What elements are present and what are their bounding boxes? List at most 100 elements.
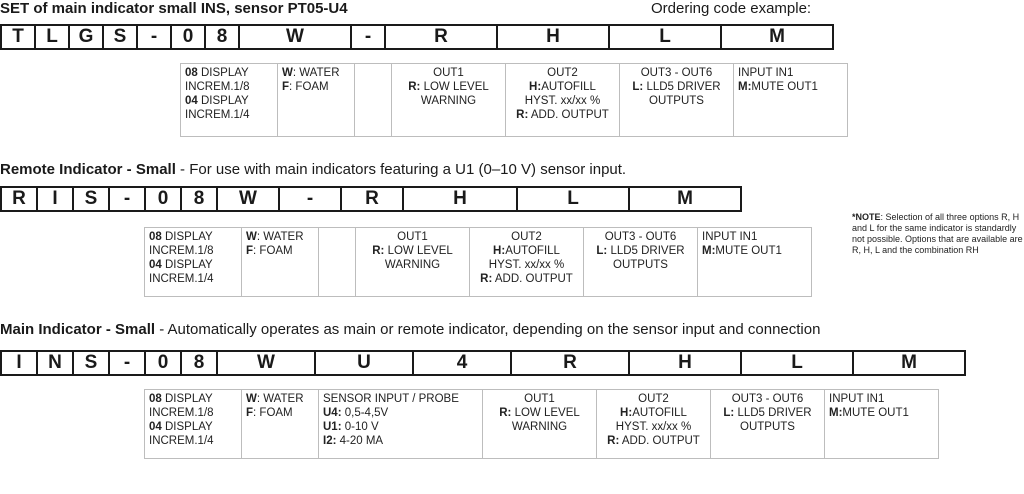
code-cell: S [72, 350, 110, 376]
desc-line: OUTPUTS [740, 421, 795, 433]
desc-line: OUTPUTS [613, 259, 668, 271]
code-cell: S [72, 186, 110, 212]
desc-line: OUT2 [511, 231, 542, 243]
desc-line: F: FOAM [246, 245, 293, 257]
code-cell: 0 [144, 350, 182, 376]
desc-code: 04 [185, 95, 198, 107]
desc-line: 04 DISPLAY [185, 94, 273, 108]
desc-line: R: LOW LEVEL [499, 407, 580, 419]
desc-text: INCREM.1/4 [149, 273, 214, 285]
desc-text: INCREM.1/8 [185, 81, 250, 93]
code-cell: 0 [170, 24, 206, 50]
code-cell: - [350, 24, 386, 50]
desc-line: WARNING [384, 259, 441, 271]
desc-line: 04 DISPLAY [149, 258, 237, 272]
code-cell: H [496, 24, 610, 50]
desc-code: 08 [149, 393, 162, 405]
code-cell: W [216, 350, 316, 376]
desc-code: 04 [149, 259, 162, 271]
desc-line: INCREM.1/8 [185, 80, 273, 94]
desc-code: 08 [149, 231, 162, 243]
set-title: SET of main indicator small INS, sensor … [0, 0, 348, 17]
remote-title: Remote Indicator - Small - For use with … [0, 161, 627, 178]
desc-line: L: LLD5 DRIVER [632, 81, 721, 93]
code-cell: R [384, 24, 498, 50]
main-title: Main Indicator - Small - Automatically o… [0, 321, 821, 338]
code-cell: - [108, 350, 146, 376]
desc-line: INCREM.1/8 [149, 406, 237, 420]
desc-line: INPUT IN1 [738, 67, 794, 79]
code-cell: 4 [412, 350, 512, 376]
desc-line: INCREM.1/4 [185, 108, 273, 122]
desc-line: 04 DISPLAY [149, 420, 237, 434]
code-cell: W [238, 24, 352, 50]
desc-gap [318, 227, 356, 297]
desc-line: HYST. xx/xx % [615, 421, 692, 433]
code-cell: M [720, 24, 834, 50]
desc-line: OUT2 [638, 393, 669, 405]
desc-line: H:AUTOFILL [620, 407, 687, 419]
desc-text: DISPLAY [165, 421, 213, 433]
desc-text: INCREM.1/4 [149, 435, 214, 447]
desc-line: OUT1 [433, 67, 464, 79]
code-cell: L [740, 350, 854, 376]
code-cell: - [278, 186, 342, 212]
desc-text: INCREM.1/8 [149, 407, 214, 419]
code-cell: I [36, 186, 74, 212]
code-cell: - [108, 186, 146, 212]
code-cell: 8 [204, 24, 240, 50]
desc-line: I2: 4-20 MA [323, 435, 384, 447]
code-cell: R [340, 186, 404, 212]
desc-text: DISPLAY [201, 67, 249, 79]
desc-line: OUT3 - OUT6 [640, 67, 713, 79]
desc-line: HYST. xx/xx % [524, 95, 601, 107]
desc-line: OUT3 - OUT6 [731, 393, 804, 405]
code-cell: R [0, 186, 38, 212]
code-cell: M [628, 186, 742, 212]
code-cell: N [36, 350, 74, 376]
desc-line: F: FOAM [246, 407, 293, 419]
code-cell: G [68, 24, 104, 50]
desc-line: W: WATER [282, 67, 340, 79]
desc-out36: OUT3 - OUT6 L: LLD5 DRIVER OUTPUTS [710, 389, 825, 459]
desc-line: L: LLD5 DRIVER [596, 245, 685, 257]
code-cell: M [852, 350, 966, 376]
desc-line: OUT2 [547, 67, 578, 79]
desc-line: L: LLD5 DRIVER [723, 407, 812, 419]
code-cell: T [0, 24, 36, 50]
code-cell: 0 [144, 186, 182, 212]
desc-line: H:AUTOFILL [493, 245, 560, 257]
desc-line: OUTPUTS [649, 95, 704, 107]
desc-line: SENSOR INPUT / PROBE [323, 393, 459, 405]
desc-line: 08 DISPLAY [149, 230, 237, 244]
desc-line: INPUT IN1 [829, 393, 885, 405]
code-cell: L [608, 24, 722, 50]
ordering-example-label: Ordering code example: [651, 0, 812, 17]
desc-text: DISPLAY [165, 259, 213, 271]
desc-line: OUT1 [524, 393, 555, 405]
code-cell: L [34, 24, 70, 50]
desc-line: 08 DISPLAY [149, 392, 237, 406]
desc-line: M:MUTE OUT1 [829, 407, 909, 419]
desc-line: INCREM.1/4 [149, 434, 237, 448]
code-cell: - [136, 24, 172, 50]
remote-note: *NOTE: Selection of all three options R,… [852, 212, 1023, 255]
code-cell: 8 [180, 350, 218, 376]
